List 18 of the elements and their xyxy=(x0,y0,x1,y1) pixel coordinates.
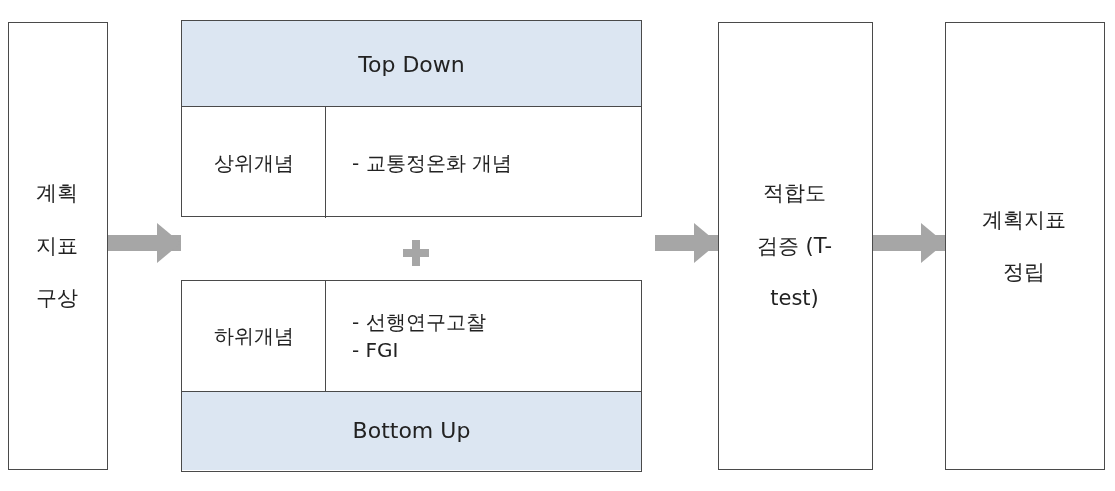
text-box xyxy=(945,22,1105,470)
label: - FGI xyxy=(352,337,399,364)
heading: Top Down xyxy=(357,50,466,79)
label: - 선행연구고찰 xyxy=(352,309,486,336)
label: 상위개념 xyxy=(213,149,294,177)
label: 적합도 검증 (T-test) xyxy=(755,180,834,313)
text-box xyxy=(8,22,108,470)
group-panel xyxy=(181,20,642,217)
arrow xyxy=(655,223,718,263)
arrow xyxy=(873,223,945,263)
arrow xyxy=(108,223,181,263)
label: 하위개념 xyxy=(213,323,294,350)
text-box xyxy=(718,22,873,470)
heading: Bottom Up xyxy=(351,417,472,445)
group-panel xyxy=(181,280,642,472)
label: - 교통정온화 개념 xyxy=(352,149,512,177)
label: 계획 지표 구상 xyxy=(35,180,79,313)
label: 계획지표 정립 xyxy=(981,206,1067,286)
